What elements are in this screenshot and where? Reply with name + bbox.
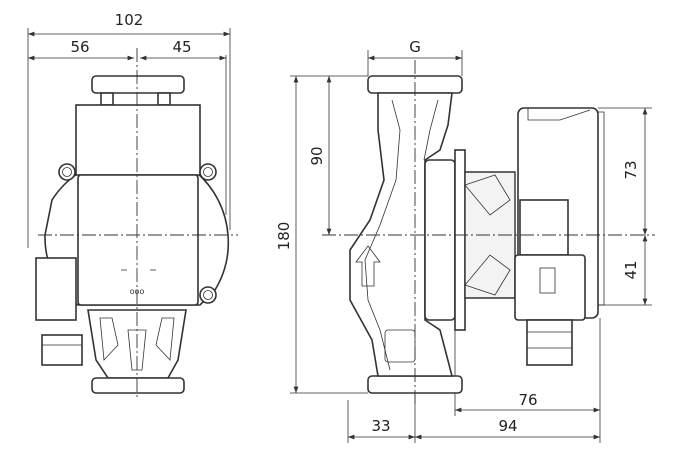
dimension-label-G: G — [409, 38, 421, 56]
dimension-connection-G: G — [368, 38, 462, 61]
side-view: G 180 90 73 41 76 33 94 — [275, 38, 655, 443]
dimension-label-90: 90 — [308, 146, 326, 165]
dimension-pipe-offset: 33 — [348, 417, 415, 440]
dimension-label-76: 76 — [518, 391, 537, 409]
dimension-right-width: 45 — [140, 38, 226, 61]
dimension-overall-depth: 94 — [415, 417, 600, 440]
dimension-total-height: 180 — [275, 76, 299, 393]
dimension-motor-depth: 76 — [455, 391, 600, 413]
dimension-overall-width: 102 — [28, 11, 230, 37]
dimension-motor-upper: 73 — [622, 108, 648, 235]
dimension-label-45: 45 — [172, 38, 191, 56]
dimension-label-102: 102 — [115, 11, 144, 29]
dimension-half-height: 90 — [308, 76, 332, 235]
flow-arrow-icon — [355, 245, 381, 287]
dimension-left-width: 56 — [28, 38, 134, 61]
dimension-label-73: 73 — [622, 160, 640, 179]
pump-front: ooo — [35, 75, 230, 394]
front-view: 102 56 45 ooo — [27, 11, 238, 400]
dimension-label-41: 41 — [622, 260, 640, 279]
dimension-label-180: 180 — [275, 222, 293, 251]
dimension-label-94: 94 — [498, 417, 517, 435]
pump-side — [349, 75, 605, 394]
dimension-label-56: 56 — [70, 38, 89, 56]
dimension-label-33: 33 — [371, 417, 390, 435]
dimension-motor-lower: 41 — [622, 235, 648, 305]
